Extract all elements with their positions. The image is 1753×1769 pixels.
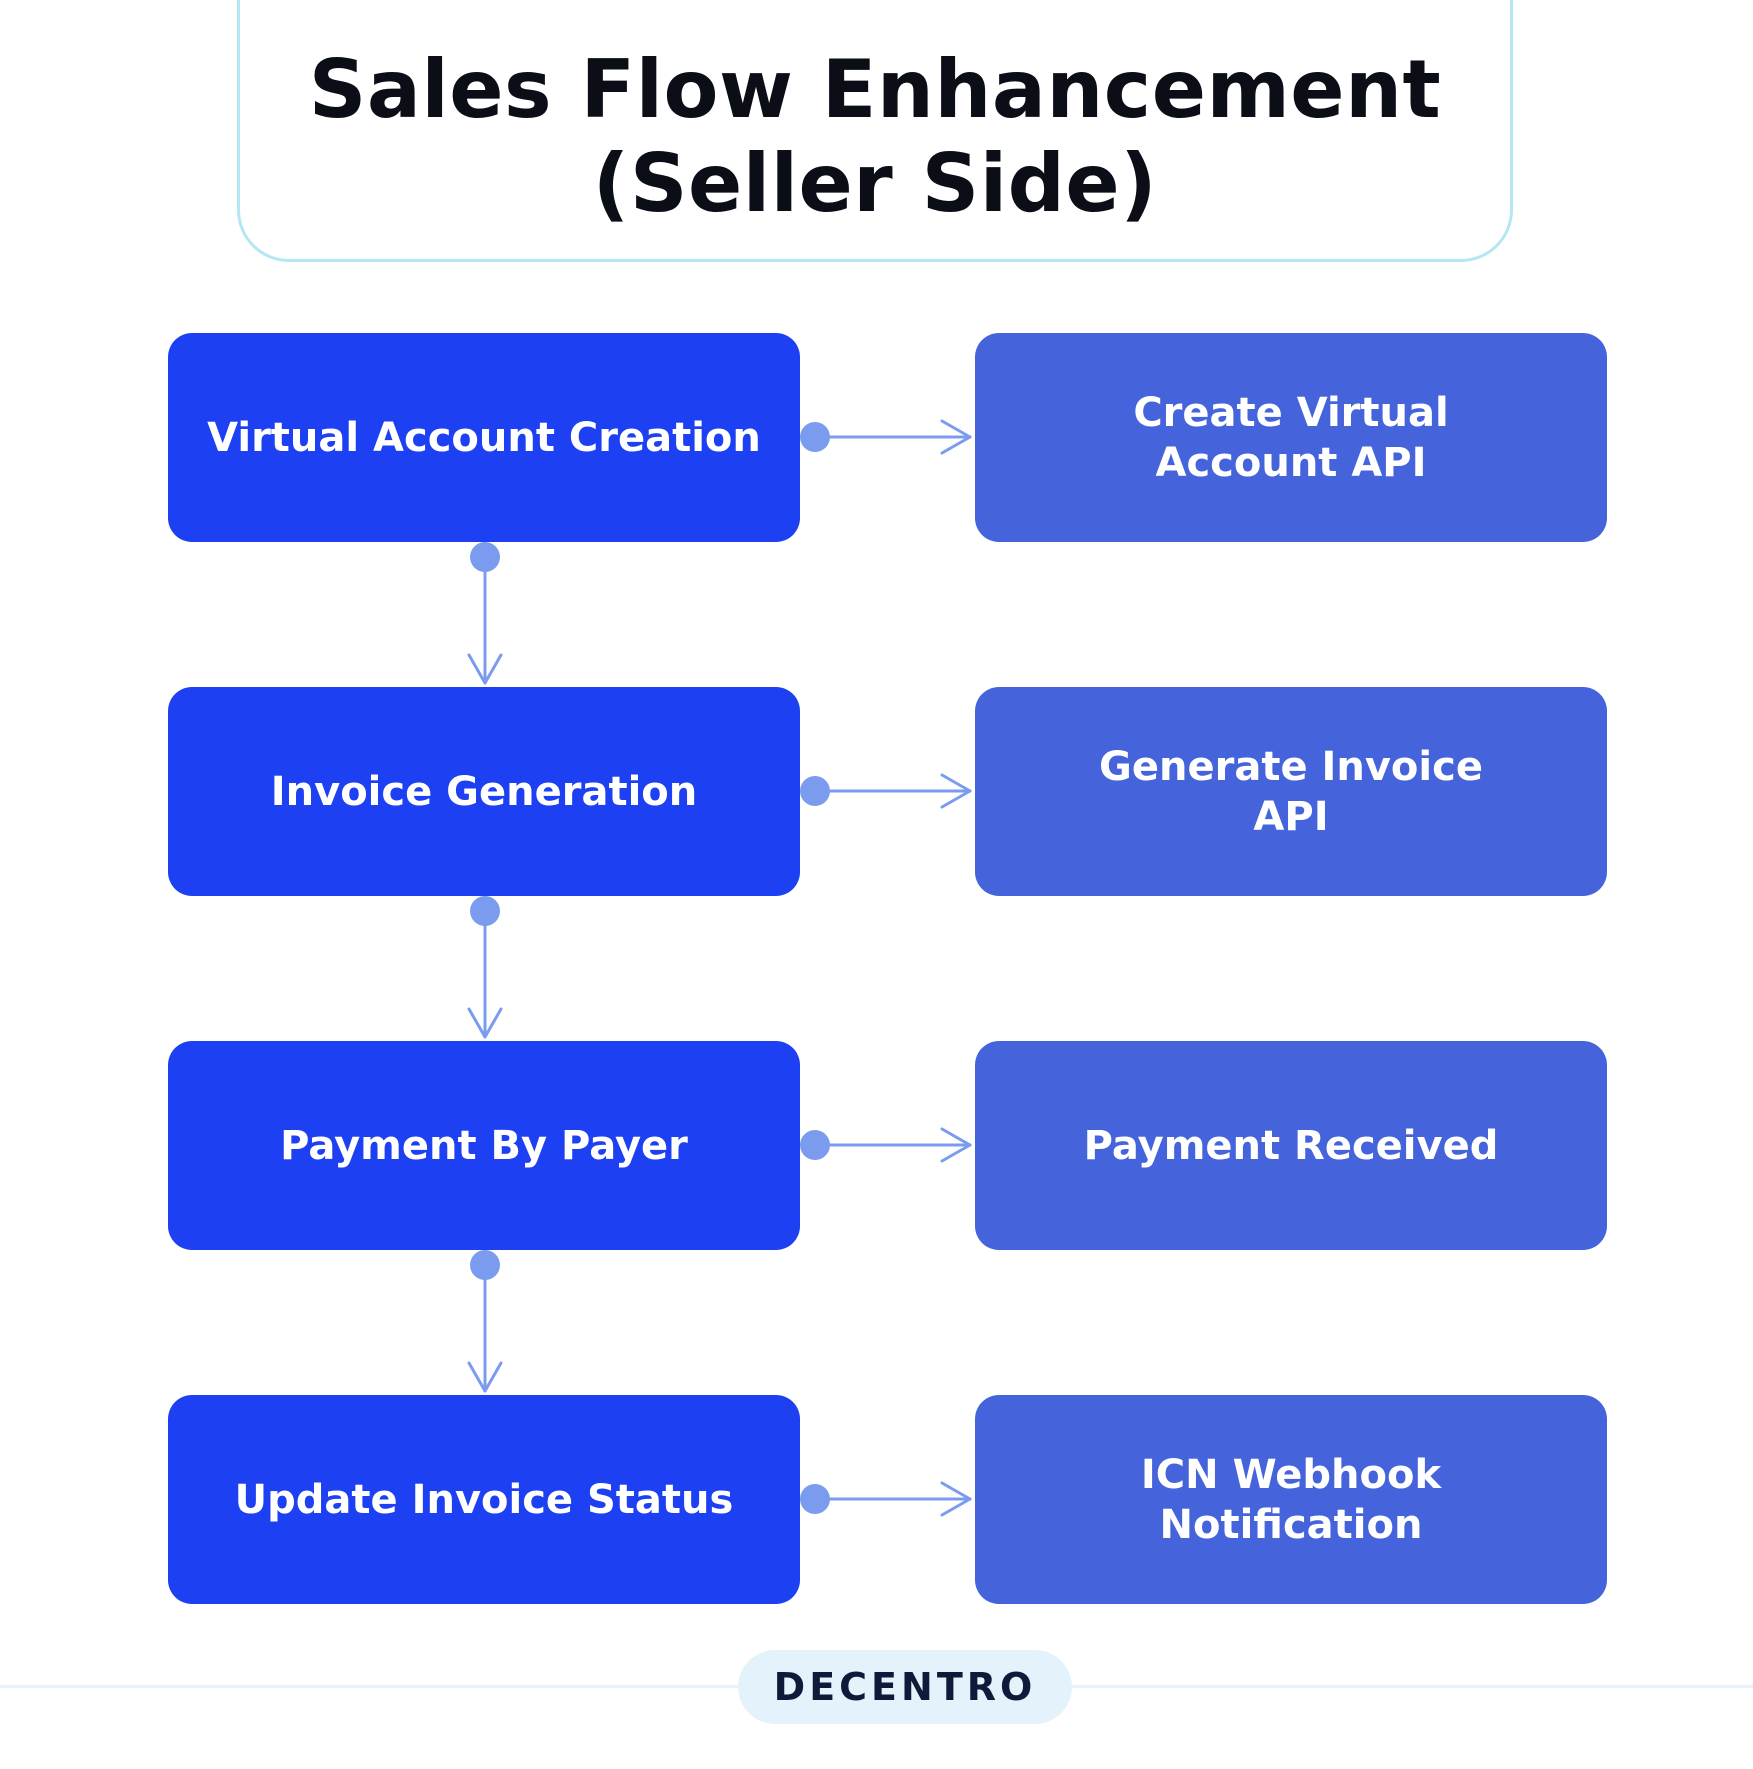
- api-label: ICN Webhook Notification: [1141, 1450, 1441, 1550]
- decentro-logo: DECENTRO: [738, 1650, 1072, 1724]
- api-box-create-virtual-account: Create Virtual Account API: [975, 333, 1607, 542]
- step-box-update-invoice-status: Update Invoice Status: [168, 1395, 800, 1604]
- connector-h-1: [800, 419, 972, 455]
- api-label-line-2: Notification: [1159, 1501, 1423, 1548]
- connector-v-2: [467, 896, 503, 1039]
- page-title-line-2: (Seller Side): [592, 137, 1158, 230]
- connector-h-2: [800, 773, 972, 809]
- step-box-virtual-account-creation: Virtual Account Creation: [168, 333, 800, 542]
- api-label-line-1: Payment Received: [1083, 1122, 1499, 1169]
- api-label-line-2: API: [1253, 793, 1329, 840]
- api-box-payment-received: Payment Received: [975, 1041, 1607, 1250]
- api-label: Generate Invoice API: [1099, 742, 1483, 842]
- step-label: Update Invoice Status: [234, 1476, 734, 1523]
- connector-v-3: [467, 1250, 503, 1393]
- api-box-generate-invoice: Generate Invoice API: [975, 687, 1607, 896]
- step-label: Payment By Payer: [280, 1122, 688, 1169]
- api-label-line-1: Generate Invoice: [1099, 743, 1483, 790]
- step-box-payment-by-payer: Payment By Payer: [168, 1041, 800, 1250]
- step-box-invoice-generation: Invoice Generation: [168, 687, 800, 896]
- step-label: Virtual Account Creation: [207, 414, 761, 461]
- api-label: Create Virtual Account API: [1133, 388, 1448, 488]
- api-box-icn-webhook-notification: ICN Webhook Notification: [975, 1395, 1607, 1604]
- step-label: Invoice Generation: [270, 768, 698, 815]
- api-label-line-1: ICN Webhook: [1140, 1451, 1442, 1498]
- connector-h-4: [800, 1481, 972, 1517]
- logo-text: DECENTRO: [773, 1665, 1037, 1709]
- api-label-line-1: Create Virtual: [1133, 389, 1449, 436]
- title-box: Sales Flow Enhancement (Seller Side): [237, 0, 1513, 262]
- connector-h-3: [800, 1127, 972, 1163]
- api-label-line-2: Account API: [1155, 439, 1427, 486]
- api-label: Payment Received: [1084, 1121, 1499, 1171]
- page-title-line-1: Sales Flow Enhancement: [308, 43, 1442, 136]
- connector-v-1: [467, 542, 503, 685]
